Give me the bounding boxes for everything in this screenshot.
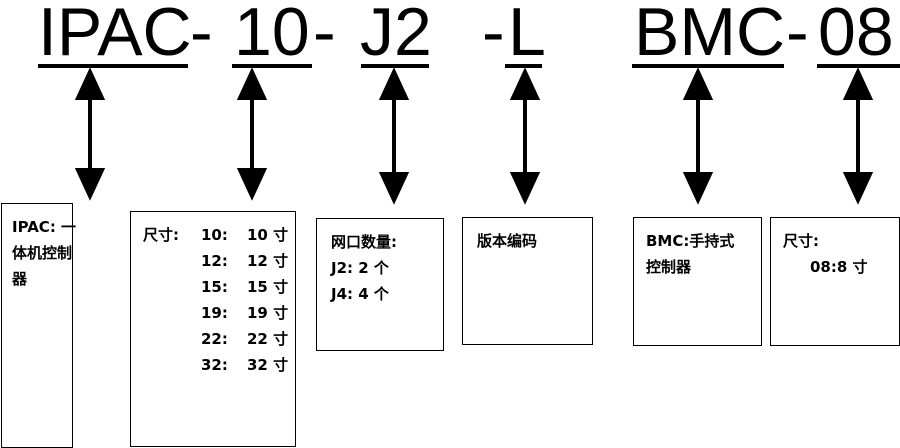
box-size-value-3: 19 寸 xyxy=(247,304,289,322)
code-dash-3: - xyxy=(482,0,505,70)
code-ipac: IPAC xyxy=(38,0,192,70)
code-dash-4: - xyxy=(786,0,809,70)
code-size: 10 xyxy=(234,0,310,70)
underline-version xyxy=(505,64,542,68)
box-size-value-1: 12 寸 xyxy=(247,252,289,270)
box-size-title: 尺寸: xyxy=(143,226,179,244)
box-size-code-3: 19: xyxy=(201,304,228,322)
box-ipac-line-1: IPAC: 一 xyxy=(12,218,77,236)
box-ipac-line-2: 体机控制 xyxy=(12,244,73,262)
code-dash-2: - xyxy=(313,0,336,70)
code-dash-1: - xyxy=(190,0,213,70)
box-bmc-line-1: BMC:手持式 xyxy=(646,232,735,250)
box-bmc-line-2: 控制器 xyxy=(646,258,692,276)
box-version-title: 版本编码 xyxy=(477,232,538,250)
underline-bmc-size xyxy=(817,64,900,68)
code-bmc-size: 08 xyxy=(818,0,894,70)
underline-bmc xyxy=(632,64,784,68)
double-arrow-size xyxy=(236,67,268,201)
double-arrow-port xyxy=(378,67,410,205)
code-port: J2 xyxy=(360,0,432,70)
underline-size xyxy=(232,64,312,68)
box-size-value-2: 15 寸 xyxy=(247,278,289,296)
box-bmc-size-value: 08:8 寸 xyxy=(810,258,868,276)
double-arrow-bmc xyxy=(682,67,714,205)
double-arrow-bmc-size xyxy=(842,67,874,205)
box-bmc-size: 尺寸: 08:8 寸 xyxy=(770,217,900,346)
box-bmc-size-title: 尺寸: xyxy=(783,232,819,250)
box-size-value-5: 32 寸 xyxy=(247,356,289,374)
box-size-code-1: 12: xyxy=(201,252,228,270)
box-size-code-5: 32: xyxy=(201,356,228,374)
box-size: 尺寸: 10: 10 寸 12: 12 寸 15: 15 寸 19: 19 寸 … xyxy=(130,211,296,447)
box-ipac: IPAC: 一 体机控制 器 xyxy=(1,203,77,448)
double-arrow-ipac xyxy=(74,67,106,201)
box-port-row-0: J2: 2 个 xyxy=(331,259,389,277)
box-port: 网口数量: J2: 2 个 J4: 4 个 xyxy=(316,218,444,351)
box-size-code-4: 22: xyxy=(201,330,228,348)
box-size-value-0: 10 寸 xyxy=(247,226,289,244)
box-port-title: 网口数量: xyxy=(331,233,397,251)
code-version: L xyxy=(508,0,546,70)
double-arrow-version xyxy=(509,67,541,205)
box-size-value-4: 22 寸 xyxy=(247,330,289,348)
box-port-row-1: J4: 4 个 xyxy=(331,285,389,303)
box-ipac-line-3: 器 xyxy=(12,270,28,288)
box-size-code-0: 10: xyxy=(201,226,228,244)
box-size-code-2: 15: xyxy=(201,278,228,296)
code-bmc: BMC xyxy=(634,0,786,70)
underline-port xyxy=(361,64,429,68)
box-version: 版本编码 xyxy=(462,217,593,345)
box-bmc: BMC:手持式 控制器 xyxy=(633,217,762,346)
underline-ipac xyxy=(38,64,188,68)
